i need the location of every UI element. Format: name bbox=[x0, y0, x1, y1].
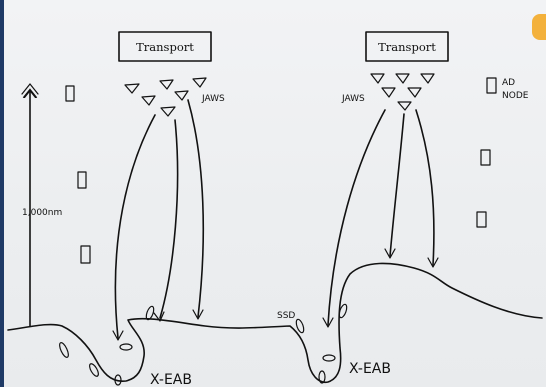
trajectories-right bbox=[323, 110, 438, 327]
jaws-triangle bbox=[421, 74, 434, 83]
jaws-triangle bbox=[175, 91, 188, 100]
trajectory-arrow bbox=[160, 120, 178, 318]
jaws-triangle bbox=[382, 88, 395, 97]
altitude-label: 1,000nm bbox=[22, 208, 62, 218]
ad-nodes-right: AD NODE bbox=[477, 78, 529, 227]
jaws-triangle bbox=[408, 88, 421, 97]
jaws-cluster-left: JAWS bbox=[125, 78, 225, 116]
transport-label-left: Transport bbox=[136, 40, 194, 54]
xeab-label-right: X-EAB bbox=[349, 361, 391, 377]
transport-label-right: Transport bbox=[378, 40, 436, 54]
ad-node bbox=[487, 78, 496, 93]
jaws-cluster-right: JAWS bbox=[341, 74, 434, 110]
jaws-triangle bbox=[371, 74, 384, 83]
terrain-profile bbox=[8, 263, 542, 382]
trajectories-left bbox=[113, 100, 203, 340]
altitude-indicator: 1,000nm bbox=[22, 84, 62, 326]
jaws-triangle bbox=[398, 102, 411, 110]
ad-node bbox=[81, 246, 90, 263]
jaws-triangle bbox=[142, 96, 155, 105]
trajectory-arrow bbox=[115, 115, 155, 338]
ad-node bbox=[78, 172, 86, 188]
ad-nodes-left bbox=[66, 86, 90, 263]
ad-node bbox=[66, 86, 74, 101]
trajectory-arrow bbox=[390, 114, 404, 256]
trajectory-arrow bbox=[328, 110, 385, 325]
transport-box-right: Transport bbox=[366, 32, 448, 61]
ad-node-label-line2: NODE bbox=[502, 91, 529, 101]
ad-node bbox=[481, 150, 490, 165]
ad-node-label-line1: AD bbox=[502, 78, 515, 88]
jaws-triangle bbox=[396, 74, 409, 83]
trajectory-arrow bbox=[416, 110, 434, 265]
jaws-label-left: JAWS bbox=[201, 94, 225, 104]
trajectory-arrow bbox=[188, 100, 203, 317]
xeab-label-left: X-EAB bbox=[150, 372, 192, 387]
jaws-triangle bbox=[161, 107, 175, 116]
jaws-triangle bbox=[160, 80, 173, 89]
jaws-triangle bbox=[193, 78, 206, 87]
jaws-triangle bbox=[125, 84, 139, 93]
jaws-label-right: JAWS bbox=[341, 94, 365, 104]
ssd-label: SSD bbox=[277, 311, 295, 321]
terrain-features bbox=[58, 303, 348, 385]
ad-node bbox=[477, 212, 486, 227]
transport-box-left: Transport bbox=[119, 32, 211, 61]
